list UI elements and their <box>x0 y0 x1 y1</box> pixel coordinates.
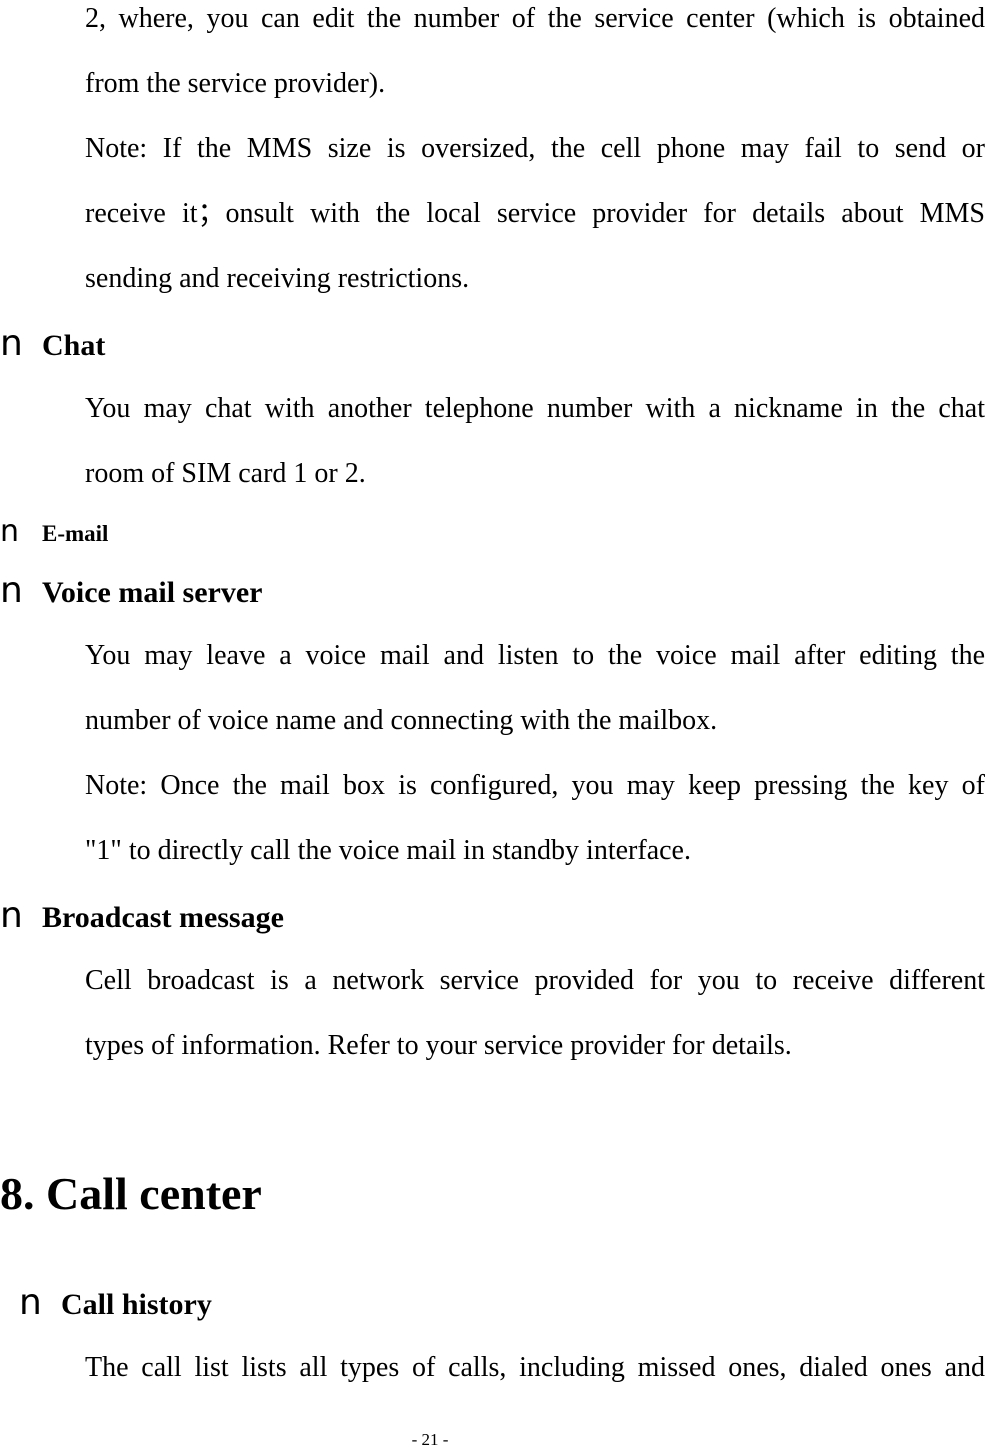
paragraph-line: 2, where, you can edit the number of the… <box>85 3 985 34</box>
paragraph-line: sending and receiving restrictions. <box>85 263 470 294</box>
chapter-heading: 8. Call center <box>0 1168 262 1219</box>
bullet-item-call-history: n Call history <box>0 1270 985 1335</box>
bullet-item-broadcast-message: n Broadcast message <box>0 883 985 948</box>
paragraph-line: number of voice name and connecting with… <box>85 705 718 736</box>
page-number: - 21 - <box>411 1430 449 1449</box>
paragraph-line: Cell broadcast is a network service prov… <box>85 965 985 996</box>
section-label: Voice mail server <box>42 576 263 609</box>
section-label: Call history <box>61 1288 212 1321</box>
section-label: Chat <box>42 329 106 362</box>
paragraph-line: from the service provider). <box>85 68 386 99</box>
bullet-icon: n <box>0 323 23 364</box>
section-label: E-mail <box>42 521 109 546</box>
bullet-icon: n <box>0 570 23 611</box>
bullet-icon: n <box>0 895 23 936</box>
bullet-icon: n <box>19 1282 42 1323</box>
paragraph-line: You may chat with another telephone numb… <box>85 393 985 424</box>
paragraph-line: Note: Once the mail box is configured, y… <box>85 770 985 801</box>
paragraph-line: room of SIM card 1 or 2. <box>85 458 366 489</box>
bullet-item-e-mail: n E-mail <box>0 506 985 558</box>
bullet-item-voice-mail-server: n Voice mail server <box>0 558 985 623</box>
paragraph-line: types of information. Refer to your serv… <box>85 1030 792 1061</box>
paragraph-line: receive it；onsult with the local service… <box>85 198 985 229</box>
document-content: 2, where, you can edit the number of the… <box>0 3 985 1383</box>
paragraph-line: "1" to directly call the voice mail in s… <box>85 835 691 866</box>
paragraph-line: The call list lists all types of calls, … <box>85 1352 985 1383</box>
bullet-item-chat: n Chat <box>0 311 985 376</box>
paragraph-line: You may leave a voice mail and listen to… <box>85 640 985 671</box>
bullet-icon: n <box>0 514 20 549</box>
paragraph-line: Note: If the MMS size is oversized, the … <box>85 133 985 164</box>
section-label: Broadcast message <box>42 901 284 934</box>
